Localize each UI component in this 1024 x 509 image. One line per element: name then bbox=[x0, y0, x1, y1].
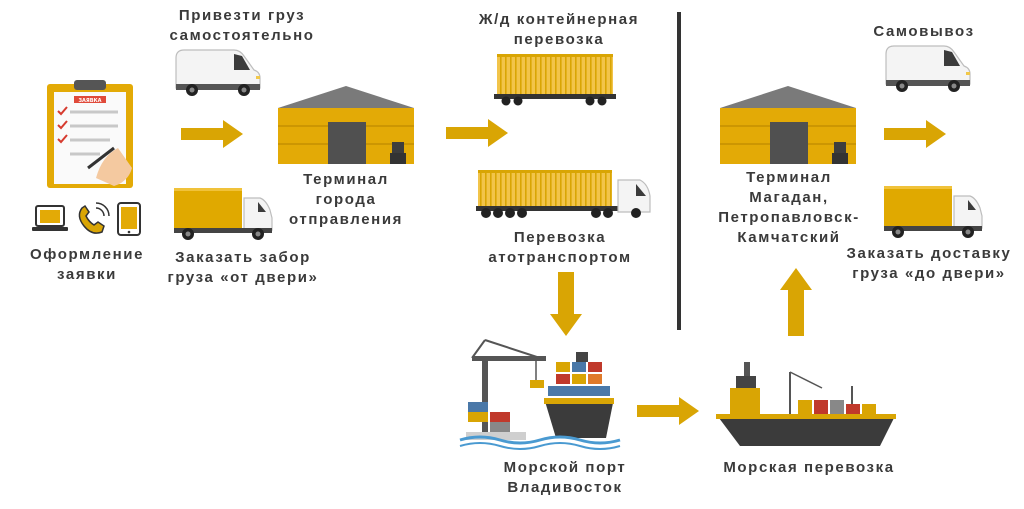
laptop-icon bbox=[32, 205, 68, 231]
tablet-icon bbox=[117, 202, 141, 236]
label-line: Оформление bbox=[29, 246, 145, 263]
label-self-delivery: Привезти груз самостоятельно bbox=[154, 6, 330, 46]
arrow-icon bbox=[181, 120, 243, 148]
label-line: Петропавловск- bbox=[718, 209, 860, 226]
arrow-icon bbox=[637, 397, 699, 425]
label-arrival-terminal: Терминал Магадан, Петропавловск- Камчатс… bbox=[706, 168, 872, 248]
label-rail-transport: Ж/д контейнерная перевозка bbox=[463, 10, 655, 50]
label-line: Привезти груз bbox=[178, 7, 306, 24]
label-port: Морской порт Владивосток bbox=[470, 458, 660, 498]
label-line: Владивосток bbox=[507, 479, 623, 496]
label-line: Самовывоз bbox=[873, 23, 975, 40]
label-line: атотранспортом bbox=[488, 249, 632, 266]
label-line: Терминал bbox=[746, 169, 832, 186]
phone-icon bbox=[78, 202, 110, 234]
label-line: Камчатский bbox=[737, 229, 841, 246]
label-departure-terminal: Терминал города отправления bbox=[286, 170, 406, 230]
rail-container-icon bbox=[494, 54, 616, 106]
label-line: Перевозка bbox=[513, 229, 607, 246]
label-sea-transport: Морская перевозка bbox=[706, 458, 912, 478]
van-icon bbox=[175, 49, 261, 97]
application-form-icon: ЗАЯВКА bbox=[47, 80, 133, 188]
label-line: Заказать забор bbox=[175, 249, 311, 266]
divider-line bbox=[677, 12, 681, 330]
label-line: груза «до двери» bbox=[852, 265, 1006, 282]
label-line: груза «от двери» bbox=[167, 269, 319, 286]
arrow-icon bbox=[780, 268, 812, 336]
label-line: города bbox=[315, 191, 377, 208]
arrow-icon bbox=[884, 120, 946, 148]
arrow-icon bbox=[446, 119, 508, 147]
container-ship-icon bbox=[459, 352, 621, 450]
van-icon bbox=[885, 45, 971, 93]
label-order-door-delivery: Заказать доставку груза «до двери» bbox=[836, 244, 1022, 284]
label-line: самостоятельно bbox=[169, 27, 315, 44]
label-order-pickup: Заказать забор груза «от двери» bbox=[150, 248, 336, 288]
label-line: Морской порт bbox=[503, 459, 627, 476]
warehouse-icon bbox=[719, 85, 857, 165]
container-truck-icon bbox=[476, 170, 651, 218]
label-application: Оформление заявки bbox=[18, 245, 156, 285]
truck-icon bbox=[173, 187, 273, 241]
label-line: Заказать доставку bbox=[846, 245, 1012, 262]
port-crane-icon bbox=[466, 339, 546, 440]
label-road-transport: Перевозка атотранспортом bbox=[474, 228, 646, 268]
label-line: перевозка bbox=[513, 31, 605, 48]
label-line: Магадан, bbox=[749, 189, 829, 206]
label-line: Морская перевозка bbox=[723, 459, 895, 476]
arrow-icon bbox=[550, 272, 582, 336]
warehouse-icon bbox=[277, 85, 415, 165]
form-header-text: ЗАЯВКА bbox=[78, 98, 101, 104]
label-line: Терминал bbox=[303, 171, 389, 188]
cargo-ship-icon bbox=[716, 362, 896, 446]
label-line: заявки bbox=[57, 266, 117, 283]
label-line: Ж/д контейнерная bbox=[478, 11, 640, 28]
label-self-pickup: Самовывоз bbox=[858, 22, 990, 42]
label-line: отправления bbox=[288, 211, 404, 228]
truck-icon bbox=[883, 185, 983, 239]
